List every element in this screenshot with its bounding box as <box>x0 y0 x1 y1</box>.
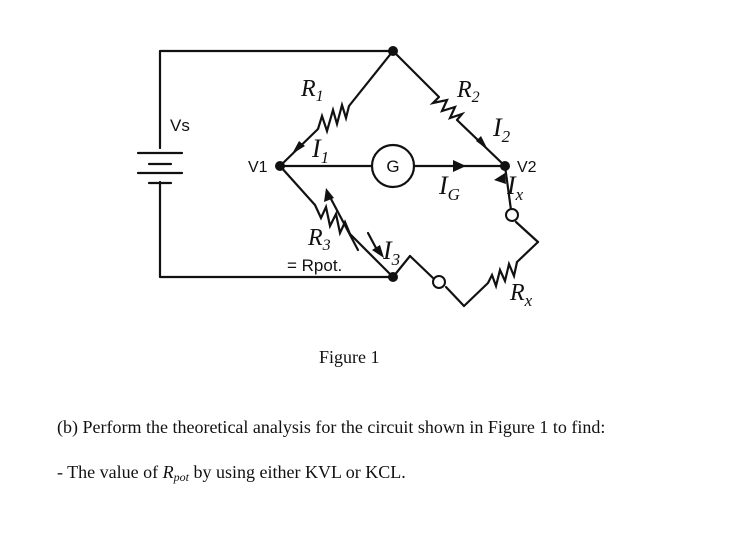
label-ig: IG <box>438 171 460 204</box>
node-v2 <box>500 161 510 171</box>
node-v1 <box>275 161 285 171</box>
bullet-variable-subscript: pot <box>173 470 189 484</box>
label-r3: R3 <box>307 225 331 254</box>
wire-terminal-bottom-node <box>408 254 435 280</box>
bottom-left-wire <box>158 180 395 279</box>
wire-bottom-right <box>444 285 466 308</box>
label-r1: R1 <box>300 76 324 105</box>
wire-rx-start <box>515 240 540 264</box>
wire-top-r2 <box>391 49 441 99</box>
resistor-rx <box>487 260 519 290</box>
node-bottom <box>388 272 398 282</box>
label-r2: R2 <box>456 77 480 106</box>
wire-v2-terminal <box>503 164 513 212</box>
wire-v1-r3 <box>278 164 317 207</box>
question-part-b: (b) Perform the theoretical analysis for… <box>57 417 606 437</box>
label-galvanometer: G <box>386 157 399 176</box>
pot-wiper <box>328 195 360 252</box>
label-vs: Vs <box>170 116 190 135</box>
arrow-ig <box>453 160 466 172</box>
resistor-r1 <box>316 100 351 135</box>
arrow-i3-shaft <box>366 231 378 250</box>
bridge-circuit-diagram: Vs V1 V2 G R1 R2 R3 Rx = Rpot. I1 I2 I3 … <box>136 46 540 310</box>
battery-vs <box>136 151 184 185</box>
label-i3: I3 <box>382 236 400 269</box>
figure-caption: Figure 1 <box>319 347 380 367</box>
wire-r1-top <box>347 49 395 108</box>
arrow-pot <box>324 188 334 202</box>
bullet-prefix: - The value of <box>57 462 163 482</box>
label-ix: Ix <box>506 171 524 204</box>
top-wire <box>158 49 395 150</box>
question-bullet: - The value of Rpot by using either KVL … <box>57 462 406 485</box>
node-top <box>388 46 398 56</box>
wire-r3-bottom <box>348 232 395 279</box>
arrow-i1 <box>292 141 305 154</box>
bullet-suffix: by using either KVL or KCL. <box>188 462 406 482</box>
resistor-r2 <box>429 96 466 121</box>
label-v1: V1 <box>248 159 268 176</box>
terminal-bottom <box>432 275 446 289</box>
label-i2: I2 <box>492 113 511 146</box>
label-rpot: = Rpot. <box>287 256 342 275</box>
label-v2: V2 <box>517 159 537 176</box>
label-i1: I1 <box>311 134 329 167</box>
arrow-i2 <box>476 136 488 150</box>
wire-rx-bottom <box>462 281 490 308</box>
bullet-variable: R <box>162 462 174 482</box>
arrow-ix <box>494 173 506 184</box>
terminal-right <box>505 208 519 222</box>
arrow-i3 <box>372 245 384 258</box>
label-rx: Rx <box>509 280 533 310</box>
wire-terminal-rx <box>514 220 540 244</box>
